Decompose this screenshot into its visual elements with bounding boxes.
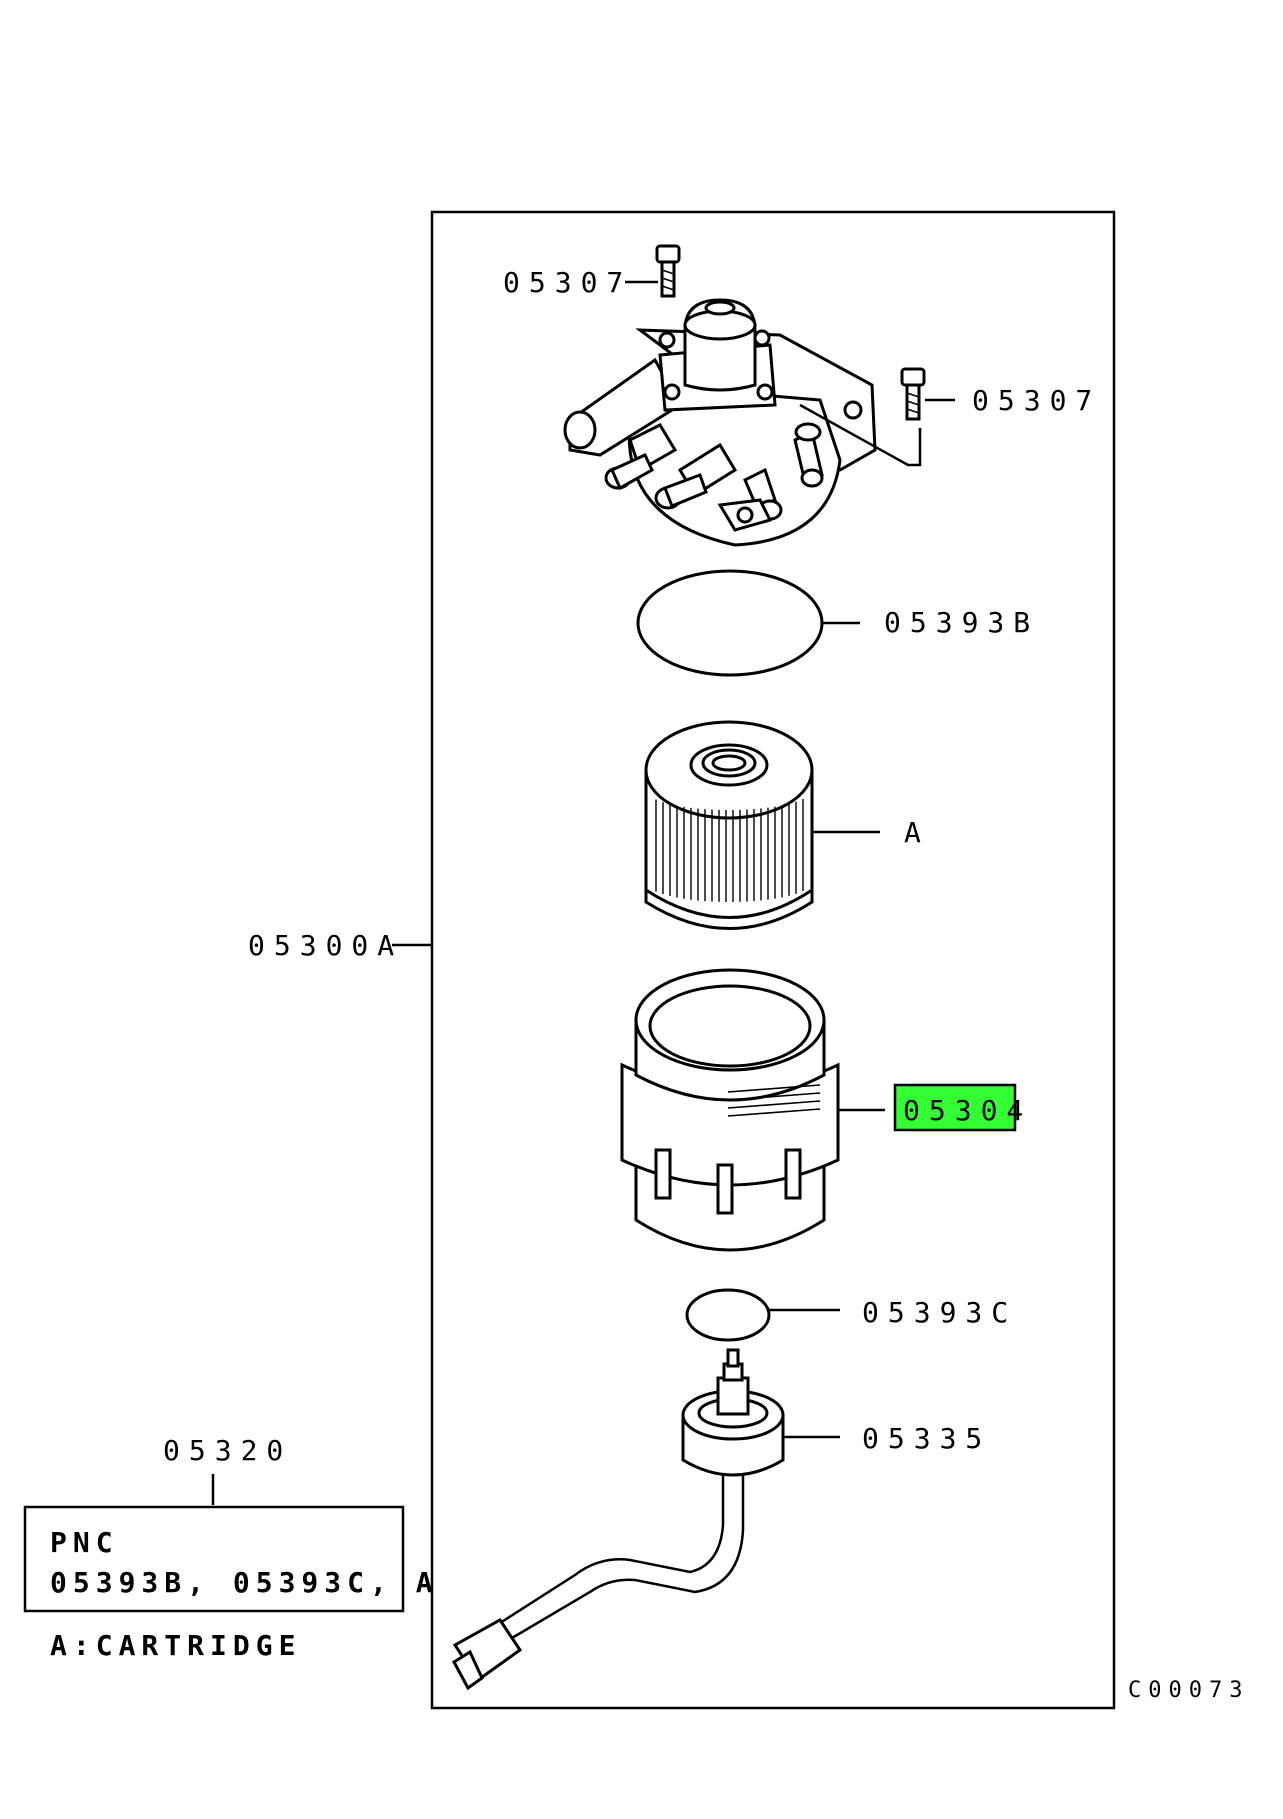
filter-case	[620, 968, 840, 1252]
kit-box-line2: 05393B, 05393C, A	[50, 1566, 439, 1599]
kit-box-line1: PNC	[50, 1526, 119, 1559]
legend-note: A:CARTRIDGE	[50, 1629, 301, 1662]
label-bolt-top[interactable]: 05307	[503, 266, 632, 299]
o-ring-top	[636, 569, 824, 677]
bolt-right	[900, 367, 926, 421]
kit-box	[23, 1505, 405, 1613]
label-case[interactable]: 05304	[903, 1094, 1032, 1127]
label-oring-top[interactable]: 05393B	[884, 606, 1039, 639]
label-kit[interactable]: 05320	[163, 1434, 292, 1467]
label-cartridge[interactable]: A	[904, 816, 930, 849]
label-sensor[interactable]: 05335	[862, 1422, 991, 1455]
bolt-top	[655, 244, 681, 298]
o-ring-bottom	[685, 1288, 771, 1342]
label-bolt-right[interactable]: 05307	[972, 384, 1101, 417]
diagram-code: C00073	[1128, 1678, 1249, 1703]
water-sensor	[452, 1348, 785, 1691]
label-oring-bottom[interactable]: 05393C	[862, 1296, 1017, 1329]
highlight-box-case	[893, 1083, 1017, 1132]
filter-cartridge	[644, 720, 814, 930]
filter-head-housing	[563, 298, 877, 547]
assembly-frame	[430, 210, 1116, 1710]
label-assembly[interactable]: 05300A	[248, 929, 403, 962]
